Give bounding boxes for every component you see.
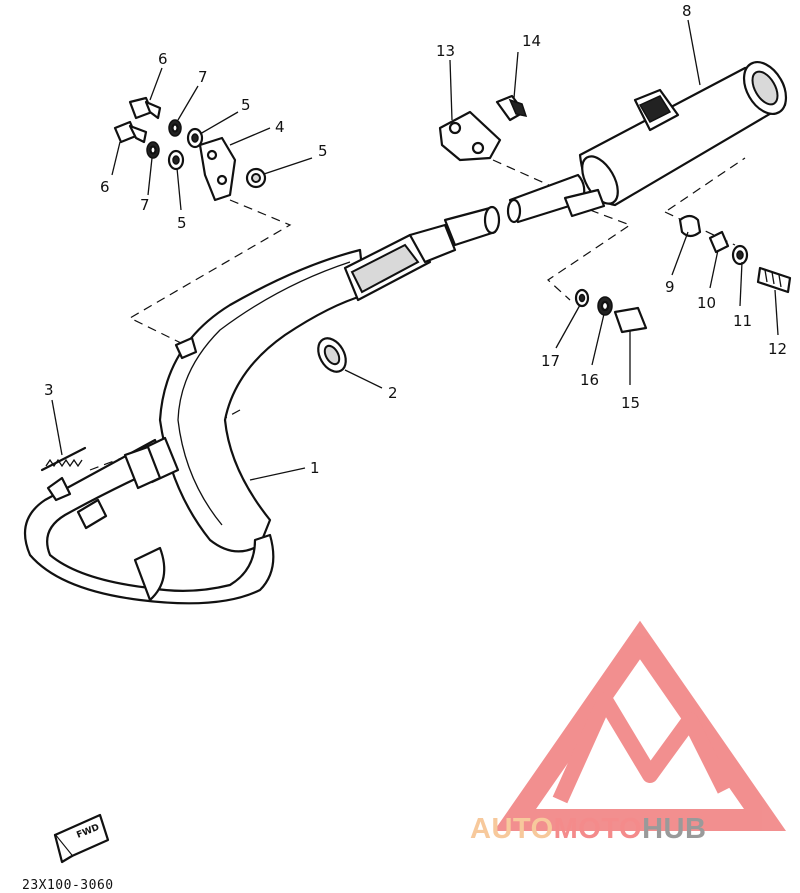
callout-13: 13: [436, 42, 455, 60]
callout-4: 4: [275, 118, 285, 136]
callout-numbers: 1 2 3 4 5 5 5 6 6 7 7 8 9 10 11 12 13 14…: [44, 2, 787, 477]
fasteners-upper-left: [113, 96, 267, 189]
exhaust-pipe: [23, 205, 501, 605]
watermark-hub: HUB: [642, 813, 706, 845]
fasteners-lower-right: [574, 288, 648, 334]
callout-8: 8: [682, 2, 692, 20]
callout-7-upper: 7: [198, 68, 208, 86]
callout-15: 15: [621, 394, 640, 412]
callout-2: 2: [388, 384, 398, 402]
callout-6-upper: 6: [158, 50, 168, 68]
watermark-triangle: [493, 620, 787, 831]
callout-9: 9: [665, 278, 675, 296]
watermark-moto: MOTO: [554, 813, 642, 845]
callout-7-lower: 7: [140, 196, 150, 214]
watermark-m-shape: [552, 692, 733, 804]
callout-17: 17: [541, 352, 560, 370]
callout-5-right: 5: [318, 142, 328, 160]
callout-1: 1: [310, 459, 320, 477]
clamp-bracket: [438, 110, 502, 162]
muffler: [506, 61, 788, 224]
bolt-upper: [495, 94, 528, 122]
callout-6-lower: 6: [100, 178, 110, 196]
fwd-arrow-icon: FWD: [53, 813, 110, 864]
callout-14: 14: [522, 32, 541, 50]
muffler-mount-parts: [678, 214, 792, 294]
callout-5-upper: 5: [241, 96, 251, 114]
watermark-text: AUTOMOTOHUB: [470, 813, 706, 845]
watermark-logo: [493, 620, 787, 831]
callout-leaders: [51, 19, 779, 481]
diagram-code: 23X100-3060: [22, 878, 114, 893]
callout-3: 3: [44, 381, 54, 399]
watermark-auto: AUTO: [470, 813, 554, 845]
mounting-bracket: [198, 136, 237, 202]
callout-5-lower: 5: [177, 214, 187, 232]
callout-10: 10: [697, 294, 716, 312]
callout-11: 11: [733, 312, 752, 330]
callout-12: 12: [768, 340, 787, 358]
callout-16: 16: [580, 371, 599, 389]
gasket: [317, 337, 347, 373]
spring: [40, 446, 87, 472]
